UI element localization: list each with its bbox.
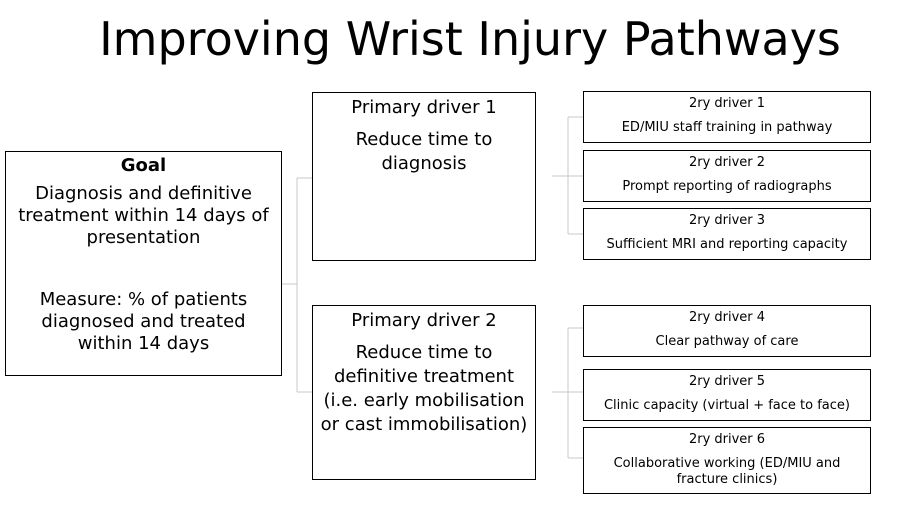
primary-driver-1-box: Primary driver 1 Reduce time to diagnosi… [312,92,536,261]
secondary-driver-heading: 2ry driver 1 [688,96,766,111]
secondary-driver-heading: 2ry driver 4 [688,310,766,325]
secondary-driver-text: ED/MIU staff training in pathway [621,120,833,135]
secondary-driver-6-box: 2ry driver 6 Collaborative working (ED/M… [583,427,871,494]
secondary-driver-2-box: 2ry driver 2 Prompt reporting of radiogr… [583,150,871,202]
page-title: Improving Wrist Injury Pathways [99,12,841,66]
secondary-driver-text: Collaborative working (ED/MIU and fractu… [613,456,841,487]
secondary-driver-4-box: 2ry driver 4 Clear pathway of care [583,305,871,357]
secondary-driver-3-box: 2ry driver 3 Sufficient MRI and reportin… [583,208,871,260]
secondary-driver-5-box: 2ry driver 5 Clinic capacity (virtual + … [583,369,871,421]
secondary-driver-1-box: 2ry driver 1 ED/MIU staff training in pa… [583,91,871,143]
secondary-driver-text: Sufficient MRI and reporting capacity [606,237,848,252]
secondary-driver-text: Prompt reporting of radiographs [622,179,832,194]
secondary-driver-text: Clear pathway of care [655,334,799,349]
secondary-driver-heading: 2ry driver 6 [688,432,766,447]
secondary-driver-heading: 2ry driver 5 [688,374,766,389]
goal-text: Diagnosis and definitive treatment withi… [18,183,269,248]
primary-driver-heading: Primary driver 2 [351,310,497,331]
goal-measure: Measure: % of patients diagnosed and tre… [39,289,248,354]
goal-heading: Goal [120,155,167,176]
primary-driver-text: Reduce time to definitive treatment (i.e… [320,342,528,435]
primary-driver-heading: Primary driver 1 [351,97,497,118]
primary-driver-2-box: Primary driver 2 Reduce time to definiti… [312,305,536,480]
secondary-driver-heading: 2ry driver 2 [688,155,766,170]
goal-box: Goal Diagnosis and definitive treatment … [5,151,282,376]
secondary-driver-heading: 2ry driver 3 [688,213,766,228]
secondary-driver-text: Clinic capacity (virtual + face to face) [603,398,850,413]
primary-driver-text: Reduce time to diagnosis [355,129,493,174]
